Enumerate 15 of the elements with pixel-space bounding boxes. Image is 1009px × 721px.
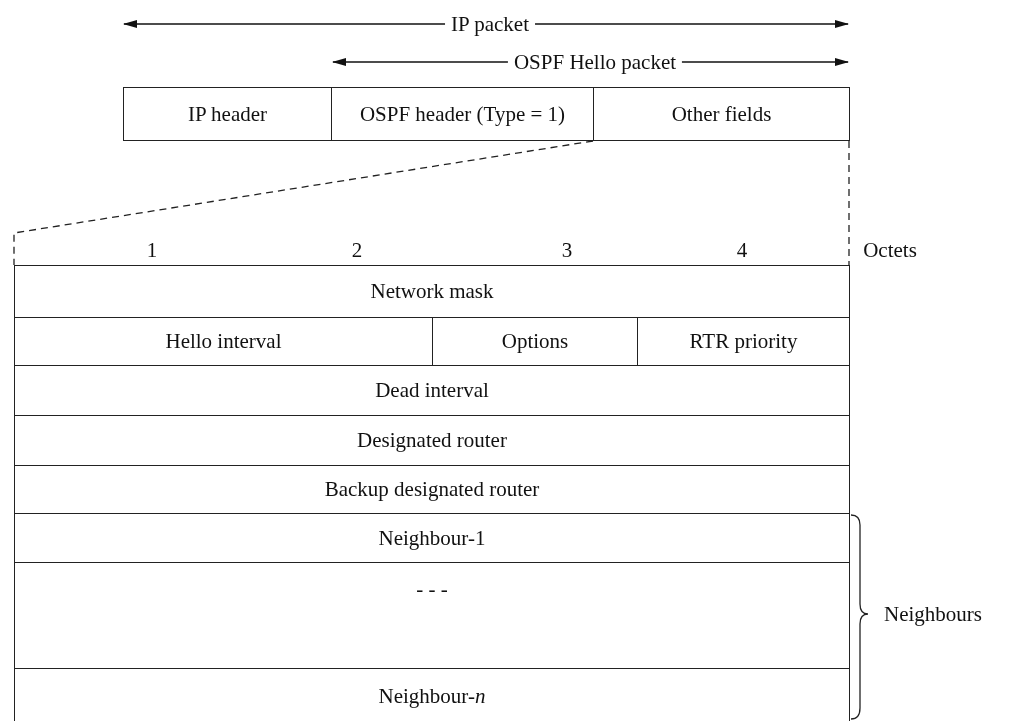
field-label: Options [501, 329, 569, 354]
zoom-line [13, 140, 594, 266]
field-label: Neighbour-n [378, 683, 486, 709]
field-label: Dead interval [375, 378, 489, 403]
field-label: Designated router [357, 428, 507, 453]
field-label: IP header [187, 101, 268, 127]
field-label: Neighbour-1 [378, 525, 486, 551]
field-label: RTR priority [689, 329, 798, 354]
field-label: Other fields [671, 101, 772, 127]
field-label: OSPF header (Type = 1) [359, 101, 566, 127]
ellipsis: - - - [416, 577, 448, 602]
zoom-line [848, 140, 850, 266]
field-label: Network mask [370, 279, 494, 304]
field-label: Backup designated router [324, 477, 540, 502]
field-label: Hello interval [165, 329, 282, 354]
